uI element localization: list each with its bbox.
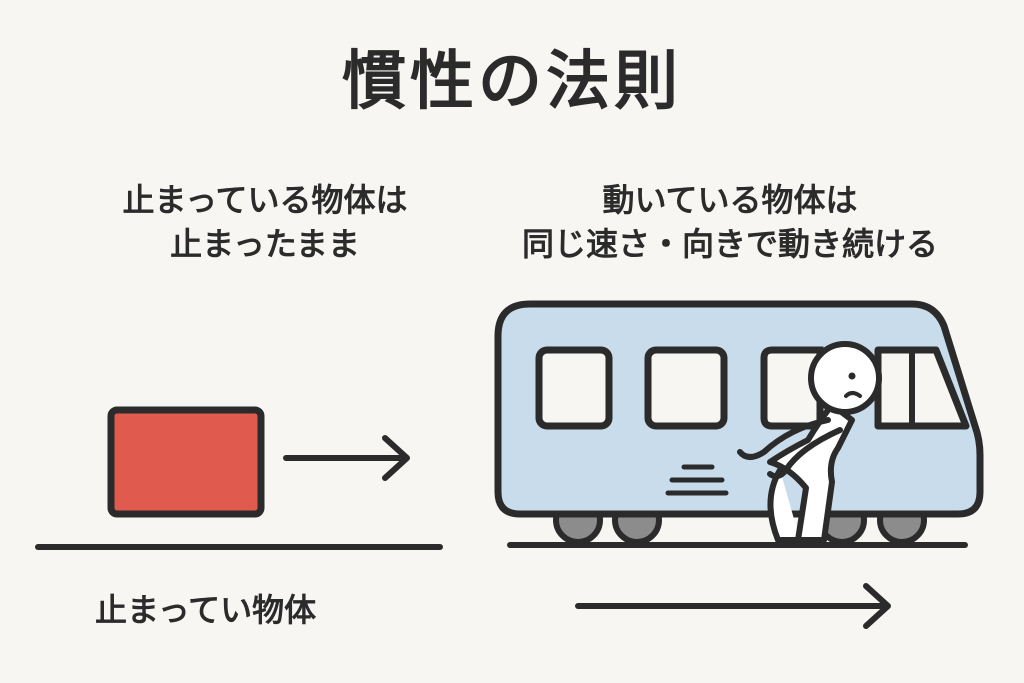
stationary-object-label: 止まってい物体 [95, 591, 317, 629]
train-front-window [874, 346, 970, 430]
train-icon [494, 300, 984, 545]
stationary-caption-line-1: 止まっている物体は [122, 181, 408, 219]
motion-arrow-icon [575, 583, 891, 629]
speed-lines [665, 464, 729, 496]
train-window-3 [760, 346, 824, 430]
moving-caption-line-2: 同じ速さ・向きで動き続ける [521, 225, 938, 263]
stationary-caption-line-2: 止まったまま [170, 225, 360, 263]
moving-object-caption: 動いている物体は 同じ速さ・向きで動き続ける [470, 178, 990, 266]
diagram-title: 慣性の法則 [342, 45, 682, 119]
train-window-2 [644, 346, 728, 430]
moving-caption-line-1: 動いている物体は [602, 181, 858, 219]
arrow-right-icon [283, 435, 410, 481]
stationary-object-caption: 止まっている物体は 止まったまま [60, 178, 470, 266]
train-window-1 [535, 346, 613, 430]
person-icon [737, 341, 882, 543]
stationary-box [107, 406, 265, 518]
person-head [808, 341, 882, 415]
